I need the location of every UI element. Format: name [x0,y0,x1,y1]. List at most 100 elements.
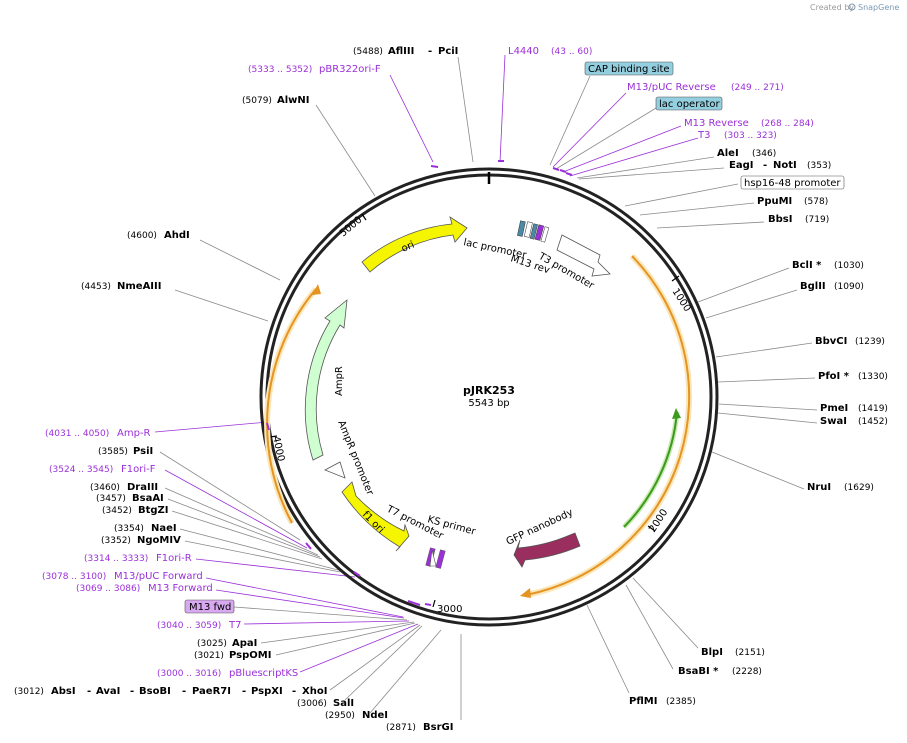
t3-promoter-feature[interactable] [556,234,611,277]
ori-feature[interactable] [361,216,468,273]
label-dash: - [292,686,296,697]
label-719-pos: (719) [805,215,829,225]
label-t7[interactable]: T7 [228,620,241,631]
label-aflIII[interactable]: AflIII [388,46,414,57]
label-3585-pos: (3585) [98,447,128,457]
label-btgZI[interactable]: BtgZI [138,505,169,516]
t7-ks-primer-markers [425,547,446,569]
label-aleI[interactable]: AleI [717,148,739,159]
label-m13-forward-range: (3069 .. 3086) [76,584,140,594]
label-t3[interactable]: T3 [697,130,710,141]
label-f1ori-f-range: (3524 .. 3545) [49,465,113,475]
label-l4440[interactable]: L4440 [508,46,539,57]
label-f1ori-r-range: (3314 .. 3333) [84,554,148,564]
label-nmeAIII[interactable]: NmeAIII [117,281,161,292]
label-bclI[interactable]: BclI * [792,260,822,271]
label-m13-forward[interactable]: M13 Forward [148,583,213,594]
label-notI[interactable]: NotI [773,160,797,171]
label-lac-operator[interactable]: lac operator [659,99,720,110]
label-apaI[interactable]: ApaI [232,638,257,649]
label-ahdI[interactable]: AhdI [164,230,190,241]
label-pciI[interactable]: PciI [438,46,458,57]
orange-arc-left [266,288,317,524]
label-pbluescriptks[interactable]: pBluescriptKS [229,668,298,679]
ampr-feature[interactable] [304,299,348,461]
label-bsoBI[interactable]: BsoBI [139,686,171,697]
label-amp-r[interactable]: Amp-R [117,428,151,439]
label-f1ori-f[interactable]: F1ori-F [121,464,156,475]
label-bbvCI[interactable]: BbvCI [815,336,847,347]
label-pspOMI[interactable]: PspOMI [229,650,271,661]
label-346-pos: (346) [752,149,776,159]
label-pflMI[interactable]: PflMI [629,696,657,707]
label-ngoMIV[interactable]: NgoMIV [137,535,181,546]
tick-label-5000: 5000 [338,215,365,240]
label-2151-pos: (2151) [735,648,765,658]
ampr-promoter-feature[interactable] [324,461,346,479]
label-m13-fwd[interactable]: M13 fwd [189,602,231,613]
label-draIII[interactable]: DraIII [127,482,158,493]
label-pbr322ori-f[interactable]: pBR322ori-F [319,64,381,75]
label-1419-pos: (1419) [858,404,888,414]
plasmid-length: 5543 bp [468,398,509,409]
m13-fwd-box [184,599,235,614]
label-f1ori-r[interactable]: F1ori-R [156,553,192,564]
label-2950-pos: (2950) [325,711,355,721]
tick-marks [269,213,680,608]
label-2228-pos: (2228) [732,667,762,677]
ori-label: ori [400,240,416,255]
f1-ori-feature[interactable] [341,481,410,552]
label-alwNI[interactable]: AlwNI [277,95,310,106]
label-psiI[interactable]: PsiI [133,446,153,457]
label-eagI[interactable]: EagI [729,160,753,171]
label-1452-pos: (1452) [858,417,888,427]
label-m13puc-reverse[interactable]: M13/pUC Reverse [627,82,716,93]
label-absI[interactable]: AbsI [51,686,76,697]
label-bsrGI[interactable]: BsrGI [423,722,453,733]
label-dash: - [242,686,246,697]
label-4600-pos: (4600) [127,231,157,241]
label-5488-pos: (5488) [353,47,383,57]
ampr-label: AmpR [334,366,345,396]
label-salI[interactable]: SalI [333,698,354,709]
label-pfoI[interactable]: PfoI * [818,371,850,382]
label-2385-pos: (2385) [666,697,696,707]
label-m13puc-forward-range: (3078 .. 3100) [42,572,106,582]
label-3006-pos: (3006) [297,699,327,709]
label-xhoI[interactable]: XhoI [302,686,327,697]
label-pmeI[interactable]: PmeI [820,403,848,414]
label-hsp16-48-promoter[interactable]: hsp16-48 promoter [744,178,841,189]
label-bglII[interactable]: BglII [800,281,826,292]
label-3457-pos: (3457) [96,494,126,504]
label-swaI[interactable]: SwaI [820,416,847,427]
label-t7-range: (3040 .. 3059) [157,621,221,631]
tick-label-3000: 3000 [437,604,462,615]
hsp-promoter-box [740,175,845,190]
label-3012-pos: (3012) [14,687,44,697]
label-pspXI[interactable]: PspXI [251,686,283,697]
label-1629-pos: (1629) [844,483,874,493]
label-ndeI[interactable]: NdeI [362,710,388,721]
orange-arc-right [525,255,691,596]
ampr-promoter-label: AmpR promoter [335,419,375,498]
label-m13-reverse[interactable]: M13 Reverse [684,118,749,129]
label-ppuMI[interactable]: PpuMI [757,196,792,207]
label-bsaBI[interactable]: BsaBI * [678,666,719,677]
label-paeR7I[interactable]: PaeR7I [192,686,231,697]
label-m13puc-reverse-range: (249 .. 271) [731,83,784,93]
label-bbsI[interactable]: BbsI [768,214,792,225]
label-1030-pos: (1030) [834,261,864,271]
label-bsaAI[interactable]: BsaAI [132,493,164,504]
gfp-nanobody-feature[interactable] [513,532,581,568]
label-dash: - [763,160,767,171]
label-3452-pos: (3452) [102,506,132,516]
label-cap-binding-site[interactable]: CAP binding site [588,64,670,75]
label-blpI[interactable]: BlpI [701,647,723,658]
label-m13puc-forward[interactable]: M13/pUC Forward [114,571,203,582]
label-avaI[interactable]: AvaI [96,686,120,697]
label-nruI[interactable]: NruI [807,482,831,493]
label-3025-pos: (3025) [197,639,227,649]
label-1239-pos: (1239) [855,337,885,347]
label-naeI[interactable]: NaeI [151,523,177,534]
